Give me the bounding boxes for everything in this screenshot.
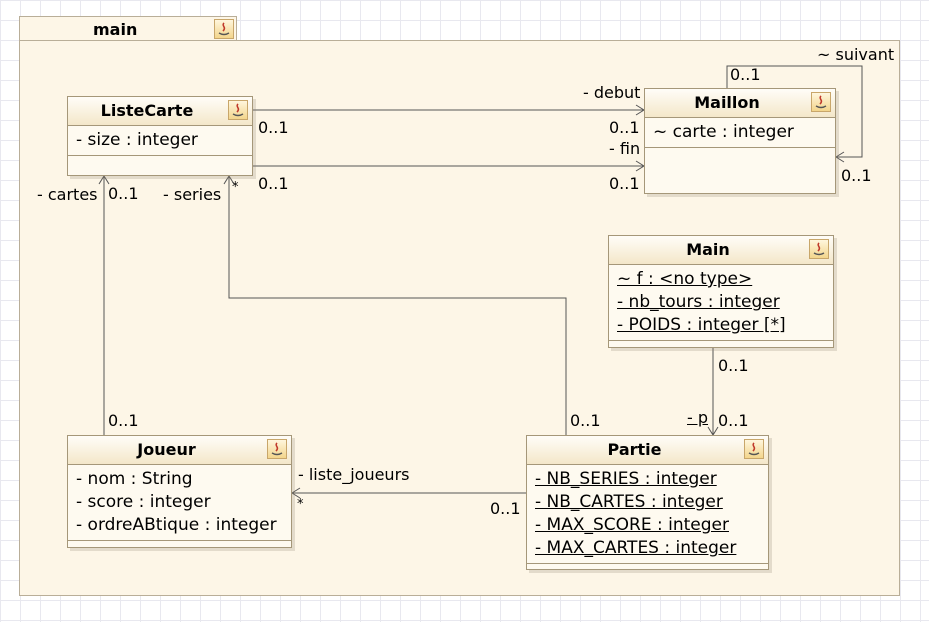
role-label-liste-joueurs[interactable]: - liste_joueurs — [298, 465, 410, 484]
class-name: Main — [686, 240, 730, 259]
attribute[interactable]: ~ f : <no type> — [617, 269, 753, 289]
class-header: Maillon — [645, 89, 835, 118]
attribute-compartment: ~ f : <no type> - nb_tours : integer - P… — [609, 265, 833, 341]
multiplicity-cartes-source: 0..1 — [108, 411, 139, 430]
package-name: main — [93, 20, 138, 39]
java-class-icon — [809, 239, 829, 259]
association-cartes-arrowhead — [98, 175, 110, 185]
class-partie[interactable]: Partie - NB_SERIES : integer - NB_CARTES… — [526, 435, 769, 570]
class-header: Main — [609, 236, 833, 265]
multiplicity-series-source: 0..1 — [570, 411, 601, 430]
class-name: Joueur — [137, 440, 196, 459]
attribute-compartment: ~ carte : integer — [645, 118, 835, 148]
role-label-p[interactable]: - p — [687, 408, 709, 427]
class-header: Joueur — [68, 436, 291, 465]
java-package-icon — [214, 19, 234, 39]
class-main[interactable]: Main ~ f : <no type> - nb_tours : intege… — [608, 235, 834, 348]
attribute[interactable]: ~ carte : integer — [653, 122, 794, 142]
multiplicity-suivant-b: 0..1 — [841, 166, 872, 185]
operation-compartment — [68, 541, 291, 547]
multiplicity-p-target: 0..1 — [718, 411, 749, 430]
attribute[interactable]: - nom : String — [76, 469, 193, 489]
attribute-compartment: - nom : String - score : integer - ordre… — [68, 465, 291, 541]
attribute[interactable]: - ordreABtique : integer — [76, 515, 277, 535]
multiplicity-fin-source: 0..1 — [258, 174, 289, 193]
class-name: Partie — [607, 440, 662, 459]
multiplicity-cartes-target: 0..1 — [108, 184, 139, 203]
class-name: ListeCarte — [100, 101, 194, 120]
class-maillon[interactable]: Maillon ~ carte : integer — [644, 88, 836, 194]
attribute[interactable]: - MAX_CARTES : integer — [535, 538, 737, 558]
multiplicity-liste-joueurs-source: 0..1 — [490, 499, 521, 518]
association-liste-joueurs-arrowhead — [291, 487, 301, 499]
operation-compartment — [609, 341, 833, 347]
role-label-fin[interactable]: - fin — [609, 139, 641, 158]
multiplicity-p-source: 0..1 — [718, 356, 749, 375]
association-suivant-arrowhead — [835, 151, 845, 163]
attribute[interactable]: - MAX_SCORE : integer — [535, 515, 729, 535]
association-series-line — [228, 176, 567, 435]
operation-compartment — [645, 148, 835, 154]
java-class-icon — [744, 439, 764, 459]
role-label-series[interactable]: - series — [163, 185, 222, 204]
association-series-arrowhead — [223, 175, 235, 185]
attribute[interactable]: - POIDS : integer [*] — [617, 315, 786, 335]
java-class-icon — [228, 100, 248, 120]
attribute-compartment: - NB_SERIES : integer - NB_CARTES : inte… — [527, 465, 768, 564]
multiplicity-suivant-a: 0..1 — [730, 65, 761, 84]
attribute[interactable]: - nb_tours : integer — [617, 292, 780, 312]
class-name: Maillon — [694, 93, 760, 112]
operation-compartment — [527, 564, 768, 570]
operation-compartment — [68, 156, 252, 162]
attribute[interactable]: - NB_SERIES : integer — [535, 469, 717, 489]
class-joueur[interactable]: Joueur - nom : String - score : integer … — [67, 435, 292, 548]
package-tab[interactable]: main — [19, 16, 237, 40]
java-class-icon — [267, 439, 287, 459]
java-class-icon — [811, 92, 831, 112]
class-header: ListeCarte — [68, 97, 252, 126]
role-label-cartes[interactable]: - cartes — [37, 185, 98, 204]
class-listecarte[interactable]: ListeCarte - size : integer — [67, 96, 253, 176]
class-header: Partie — [527, 436, 768, 465]
multiplicity-debut-target: 0..1 — [609, 118, 640, 137]
multiplicity-debut-source: 0..1 — [258, 118, 289, 137]
multiplicity-fin-target: 0..1 — [609, 174, 640, 193]
role-label-debut[interactable]: - debut — [583, 83, 641, 102]
multiplicity-liste-joueurs-target: * — [297, 497, 304, 512]
multiplicity-series-target: * — [232, 180, 239, 195]
role-label-suivant[interactable]: ~ suivant — [817, 45, 895, 64]
association-suivant-line — [726, 65, 863, 158]
attribute-compartment: - size : integer — [68, 126, 252, 156]
attribute[interactable]: - size : integer — [76, 130, 198, 150]
attribute[interactable]: - NB_CARTES : integer — [535, 492, 723, 512]
attribute[interactable]: - score : integer — [76, 492, 211, 512]
